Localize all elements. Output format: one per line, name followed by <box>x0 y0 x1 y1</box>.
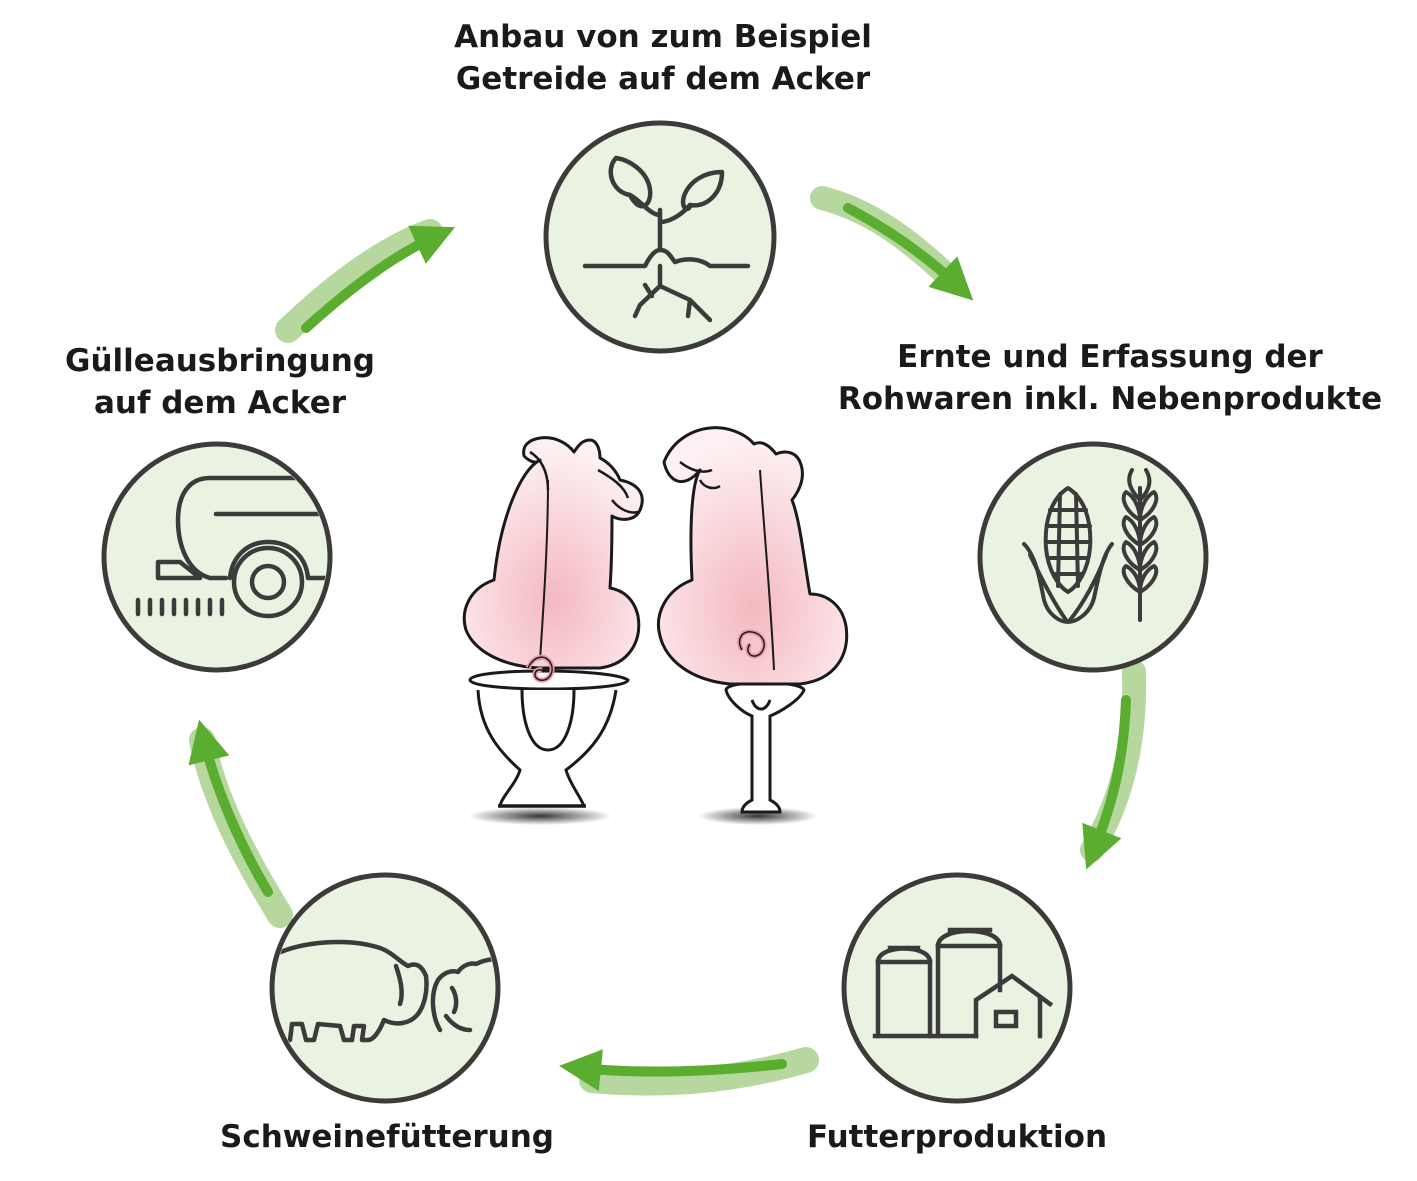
arrow-harvest-to-feed <box>1080 660 1147 870</box>
stage-label-line: Getreide auf dem Acker <box>455 61 871 97</box>
stage-cultivation-node <box>543 120 777 354</box>
stage-manure-spreading-node <box>101 441 333 673</box>
stage-feed-production-node <box>841 872 1073 1104</box>
sprouting-plant-icon <box>582 155 751 323</box>
stage-label-line: Anbau von zum Beispiel <box>454 19 872 55</box>
arrow-cultivation-to-harvest <box>810 186 974 301</box>
stage-harvest-node <box>977 441 1209 673</box>
pigs-on-toilets-illustration <box>462 426 849 825</box>
stage-label-line: auf dem Acker <box>93 385 347 421</box>
stage-label-line: Rohwaren inkl. Nebenprodukte <box>837 381 1383 417</box>
stage-label-cultivation: Anbau von zum Beispiel Getreide auf dem … <box>413 16 913 100</box>
arrow-pigs-to-manure <box>188 719 293 928</box>
left-pig <box>462 436 644 683</box>
left-toilet <box>468 669 630 808</box>
stage-label-pig-feeding: Schweinefütterung <box>187 1116 587 1158</box>
stage-pig-feeding-node <box>269 872 501 1104</box>
stage-label-line: Gülleausbringung <box>65 343 375 379</box>
stage-label-line: Schweinefütterung <box>220 1119 554 1155</box>
corn-and-wheat-icon <box>1022 468 1159 624</box>
arrow-manure-to-cultivation <box>275 219 456 343</box>
stage-label-line: Futterproduktion <box>806 1119 1108 1155</box>
slurry-tanker-icon <box>135 475 327 619</box>
stage-label-manure-spreading: Gülleausbringung auf dem Acker <box>20 340 420 424</box>
stage-label-line: Ernte und Erfassung der <box>897 339 1323 375</box>
right-pig <box>657 426 849 686</box>
right-toilet <box>724 681 806 814</box>
stage-label-feed-production: Futterproduktion <box>757 1116 1157 1158</box>
arrow-feed-to-pigs <box>559 1047 819 1096</box>
silo-farm-icon <box>872 927 1054 1039</box>
pigs-icon <box>275 939 495 1043</box>
cycle-arrows <box>188 186 1147 1096</box>
stage-label-harvest: Ernte und Erfassung der Rohwaren inkl. N… <box>830 336 1390 420</box>
